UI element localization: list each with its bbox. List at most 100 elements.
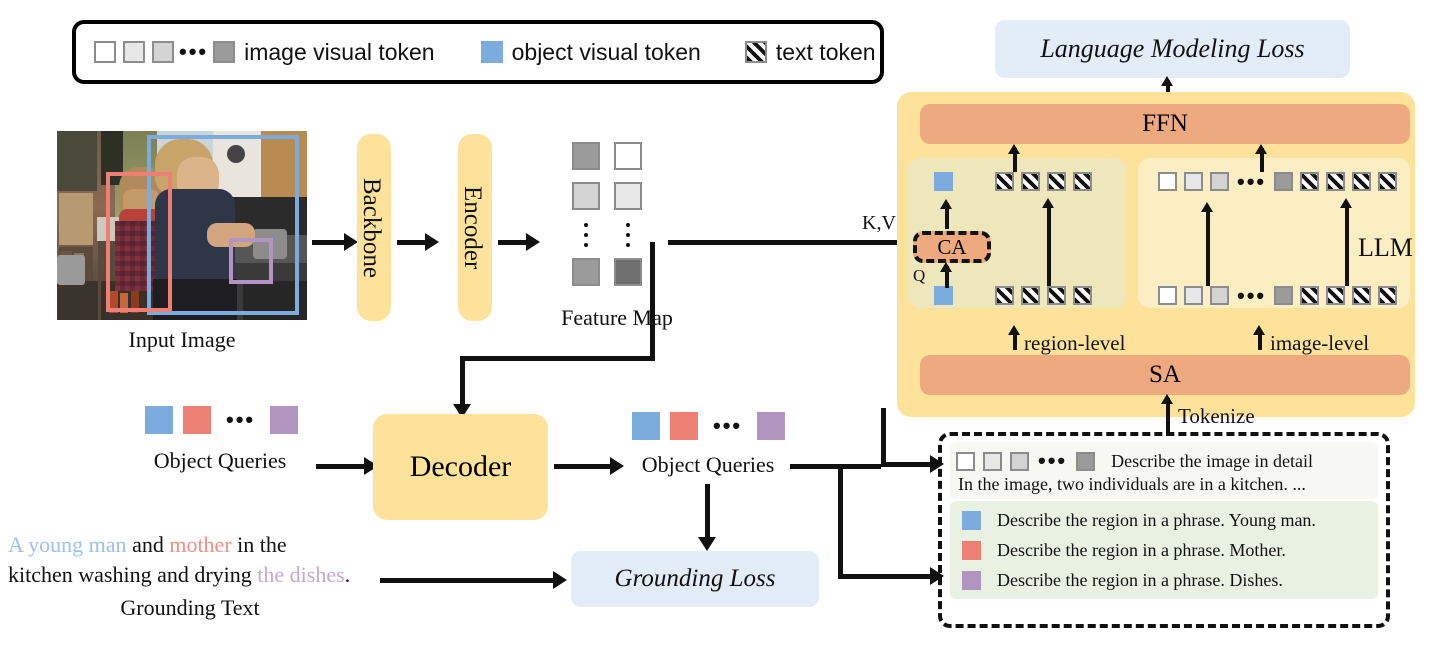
grounding-span: in the bbox=[237, 532, 287, 557]
arrow-queries-to-groundingloss-line bbox=[705, 484, 710, 540]
feature-map-caption: Feature Map bbox=[561, 305, 673, 330]
grounding-span: mother bbox=[169, 532, 238, 557]
arrow-image-to-ffn-head bbox=[1255, 144, 1267, 154]
prompt-image-token bbox=[983, 451, 1002, 471]
decoder-label: Decoder bbox=[409, 450, 512, 483]
image-text-flow-head bbox=[1340, 198, 1352, 208]
arrow-region-to-ffn-head bbox=[1008, 144, 1020, 154]
feature-map-token bbox=[572, 142, 600, 170]
grounding-span: . bbox=[344, 562, 351, 587]
prompt-image-token bbox=[1010, 451, 1029, 471]
object-query-token-purple bbox=[757, 412, 786, 440]
region-level-label: region-level bbox=[1024, 331, 1126, 355]
queries-branch-vline bbox=[838, 464, 843, 578]
grounding-span: and bbox=[132, 532, 170, 557]
prompt-region-token-blue bbox=[962, 510, 981, 530]
image-text-token bbox=[1300, 286, 1320, 305]
region-text-token bbox=[1073, 172, 1092, 191]
answer-text: In the image, two individuals are in a k… bbox=[958, 474, 1306, 494]
legend-item-image-visual-token: ••• image visual token bbox=[94, 39, 435, 66]
legend-box: ••• image visual token object visual tok… bbox=[72, 20, 884, 84]
decoder-block: Decoder bbox=[373, 414, 548, 520]
object-query-token-purple bbox=[270, 406, 299, 434]
image-level-label: image-level bbox=[1270, 331, 1370, 355]
feature-map-token bbox=[614, 182, 642, 210]
arrow-ffn-to-lmloss-head bbox=[1161, 76, 1173, 86]
region-object-token bbox=[934, 286, 953, 305]
featuremap-to-decoder-line bbox=[460, 356, 655, 361]
prompt-region-token-red bbox=[962, 540, 981, 560]
ellipsis-icon: ••• bbox=[1237, 282, 1267, 308]
arrow-ca-to-token-line bbox=[945, 203, 949, 229]
tokenize-label: Tokenize bbox=[1178, 404, 1255, 428]
image-level-prompt-group: ••• Describe the image in detail In the … bbox=[950, 442, 1378, 499]
region-text-token bbox=[1073, 286, 1092, 305]
image-visual-token-swatch-4 bbox=[213, 41, 236, 63]
backbone-label: Backbone bbox=[358, 177, 385, 278]
llm-label: LLM bbox=[1358, 233, 1413, 262]
ffn-block: FFN bbox=[920, 104, 1410, 144]
region-text-token bbox=[995, 172, 1014, 191]
arrow-image-to-backbone-head bbox=[344, 233, 358, 251]
queries-to-region-prompt-line bbox=[838, 574, 934, 579]
image-level-arrow-head bbox=[1253, 325, 1265, 335]
region-text-flow-line bbox=[1047, 204, 1051, 286]
arrow-tokenize-line bbox=[1166, 398, 1170, 436]
queries-to-image-prompt-line bbox=[881, 462, 934, 467]
arrow-q-into-ca-head bbox=[940, 262, 952, 272]
region-text-token bbox=[995, 286, 1014, 305]
region-text-token bbox=[1047, 172, 1066, 191]
region-text-token bbox=[1047, 286, 1066, 305]
region-level-arrow-head bbox=[1008, 325, 1020, 335]
prompt-image-token bbox=[1076, 451, 1096, 471]
grounding-span: the dishes bbox=[257, 562, 345, 587]
ellipsis-icon: ••• bbox=[1038, 448, 1068, 473]
arrow-queries-to-decoder-line bbox=[316, 464, 366, 469]
object-query-token-blue bbox=[145, 406, 173, 434]
image-text-token bbox=[1326, 172, 1346, 191]
prompt-region-token-purple bbox=[962, 570, 981, 590]
region-prompt-text: Describe the region in a phrase. Dishes. bbox=[997, 569, 1283, 590]
image-visual-token bbox=[1184, 172, 1203, 191]
image-bottom-token-row: ••• bbox=[1158, 282, 1398, 308]
arrow-tokenize-head bbox=[1161, 394, 1173, 404]
image-visual-token bbox=[1158, 172, 1177, 191]
encoder-block: Encoder bbox=[458, 134, 492, 321]
image-visual-flow-head bbox=[1201, 202, 1213, 212]
object-queries-output-row: ••• bbox=[632, 412, 786, 440]
arrow-queries-to-groundingloss-head bbox=[698, 537, 716, 551]
grounding-span: A young man bbox=[8, 532, 133, 557]
prompt-image-token bbox=[956, 451, 975, 471]
grounding-text-caption: Grounding Text bbox=[120, 595, 260, 620]
grounding-text-line-1: A young man and mother in the bbox=[8, 530, 358, 560]
region-prompt-text: Describe the region in a phrase. Young m… bbox=[997, 509, 1316, 530]
legend-label-image-visual-token: image visual token bbox=[244, 38, 435, 65]
region-level-prompt-group: Describe the region in a phrase. Young m… bbox=[950, 501, 1378, 599]
arrow-backbone-to-encoder-line bbox=[397, 240, 427, 245]
image-visual-token bbox=[1274, 172, 1294, 191]
arrow-image-to-ffn-line bbox=[1260, 148, 1264, 172]
feature-map-token bbox=[572, 258, 600, 286]
image-visual-token bbox=[1184, 286, 1203, 305]
arrow-encoder-to-featuremap-head bbox=[526, 233, 540, 251]
language-modeling-loss-box: Language Modeling Loss bbox=[995, 20, 1350, 78]
ffn-label: FFN bbox=[1142, 110, 1188, 137]
queries-branch-line bbox=[790, 464, 881, 469]
queries-to-image-prompt-vline bbox=[881, 408, 886, 466]
arrow-text-to-groundingloss-head bbox=[553, 571, 567, 589]
ellipsis-icon: ••• bbox=[226, 407, 256, 432]
arrow-q-into-ca-line bbox=[945, 266, 949, 288]
input-image bbox=[57, 131, 307, 320]
object-queries-output-caption: Object Queries bbox=[641, 452, 775, 477]
arrow-backbone-to-encoder-head bbox=[425, 233, 439, 251]
legend-item-text-token: text token bbox=[744, 39, 876, 66]
vertical-ellipsis-icon bbox=[614, 220, 642, 250]
image-visual-token bbox=[1210, 286, 1229, 305]
grounding-loss-label: Grounding Loss bbox=[614, 565, 776, 592]
encoder-label: Encoder bbox=[459, 185, 486, 270]
image-visual-flow-line bbox=[1206, 208, 1210, 286]
image-level-arrow-line bbox=[1258, 330, 1262, 350]
language-modeling-loss-label: Language Modeling Loss bbox=[1040, 34, 1305, 63]
image-visual-token-swatch-1 bbox=[94, 41, 116, 63]
region-prompt-row: Describe the region in a phrase. Mother. bbox=[956, 535, 1372, 565]
